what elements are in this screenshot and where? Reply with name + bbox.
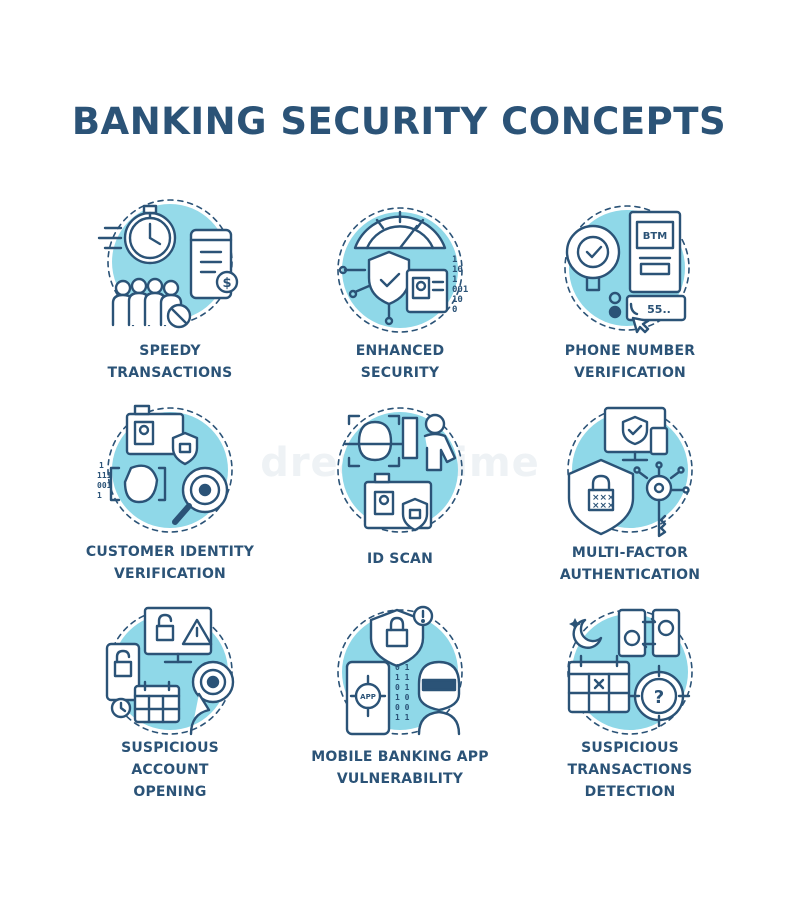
svg-text:BTM: BTM (643, 231, 667, 242)
concept-label-id-scan: ID SCAN (366, 551, 433, 567)
svg-text:1: 1 (99, 461, 104, 470)
svg-text:?: ? (654, 687, 664, 708)
svg-text:$: $ (222, 276, 231, 291)
svg-text:0: 0 (452, 305, 457, 315)
calendar-lock-eye-icon (95, 600, 245, 750)
concept-label-enhanced-security: ENHANCED SECURITY (355, 343, 445, 381)
svg-text:10: 10 (452, 265, 463, 275)
svg-text:111: 111 (97, 471, 112, 480)
stopwatch-crowd-phone-icon: $ (95, 199, 245, 350)
concept-label-suspicious-account-opening: SUSPICIOUS ACCOUNT OPENING (121, 740, 219, 800)
svg-text:001: 001 (97, 481, 112, 490)
svg-text:×××: ××× (592, 493, 615, 503)
svg-text:1 1: 1 1 (395, 673, 410, 682)
svg-text:55..: 55.. (647, 303, 671, 316)
svg-text:10: 10 (452, 295, 463, 305)
concept-label-suspicious-transactions-detection: SUSPICIOUS TRANSACTIONS DETECTION (567, 740, 693, 800)
id-card-scan-icon (325, 398, 475, 548)
concept-label-phone-number-verification: PHONE NUMBER VERIFICATION (564, 343, 696, 381)
svg-text:1: 1 (452, 255, 457, 265)
svg-text:1 1: 1 1 (395, 713, 410, 722)
svg-text:0 1: 0 1 (395, 663, 410, 672)
svg-text:1 0: 1 0 (395, 693, 410, 702)
atm-phone-call-icon: BTM 55.. (555, 200, 705, 350)
concept-label-multi-factor-authentication: MULTI-FACTOR AUTHENTICATION (559, 545, 701, 583)
shield-key-monitor-icon: ×××××× (555, 398, 705, 548)
svg-text:0 0: 0 0 (395, 703, 410, 712)
page-title: BANKING SECURITY CONCEPTS (71, 100, 727, 143)
svg-text:1: 1 (452, 275, 457, 285)
svg-text:001: 001 (452, 285, 468, 295)
svg-text:APP: APP (360, 693, 376, 701)
calendar-target-phones-icon: ? (555, 600, 705, 750)
concept-label-speedy-transactions: SPEEDY TRANSACTIONS (107, 343, 233, 381)
svg-text:1: 1 (97, 491, 102, 500)
svg-text:0 1: 0 1 (395, 683, 410, 692)
concept-label-mobile-banking-app-vulnerability: MOBILE BANKING APP VULNERABILITY (311, 749, 489, 787)
concept-label-customer-identity-verification: CUSTOMER IDENTITY VERIFICATION (85, 544, 255, 582)
svg-text:×××: ××× (592, 501, 615, 511)
